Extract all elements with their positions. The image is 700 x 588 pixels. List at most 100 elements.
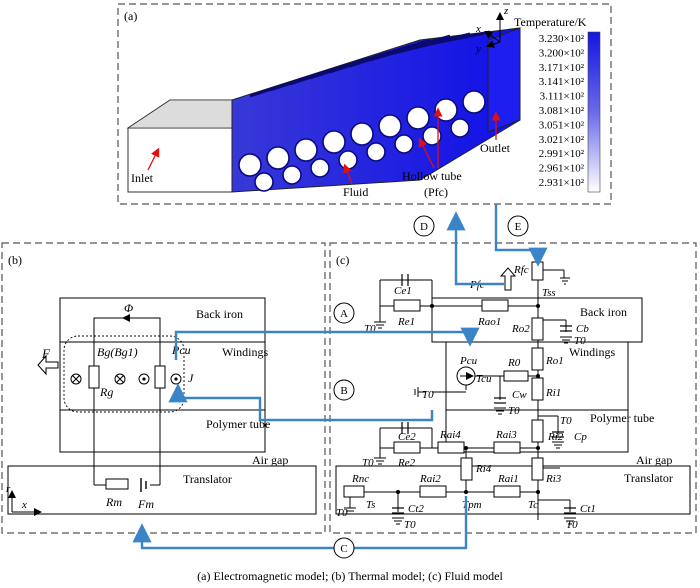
link-c-path: [132, 496, 468, 550]
c-rai4-resistor: [437, 441, 465, 454]
c-translator-label: Translator: [624, 471, 673, 485]
c-pcu-label: Pcu: [459, 355, 478, 367]
c-ri2-resistor: [531, 419, 544, 443]
c-t0-label-9: T0: [566, 519, 578, 531]
c-cp-label: Cp: [574, 431, 587, 443]
badge-a-label: A: [340, 308, 348, 320]
c-grounds: [344, 277, 576, 525]
b-flux-region: [63, 335, 185, 413]
c-rao1-resistor: [481, 299, 509, 312]
hollow-tubes: [238, 90, 486, 192]
x-axis-label: x: [475, 23, 481, 35]
c-ct2-label: Ct2: [408, 503, 424, 515]
inlet-top: [126, 99, 233, 129]
b-translator-label: Translator: [183, 472, 232, 486]
badge-d-label: D: [420, 221, 428, 233]
badge-a: [333, 302, 355, 324]
c-ro1-label: Ro1: [545, 355, 564, 367]
c-polymer-label: Polymer tube: [590, 411, 654, 425]
c-rnc-resistor: [343, 485, 365, 498]
fluid-arrow: [343, 163, 353, 185]
badge-e: [507, 215, 529, 237]
c-ce1-label: Ce1: [394, 285, 412, 297]
c-t0-label-6: T0: [362, 457, 374, 469]
c-rfc-resistor: [531, 261, 544, 281]
c-rao1-label: Rao1: [477, 316, 501, 328]
c-rai4-label: Rai4: [439, 429, 461, 441]
b-current-symbols: [70, 373, 182, 385]
c-polymer-box: [445, 409, 629, 453]
c-r0-label: R0: [507, 357, 521, 369]
legend-value: 2.991×10²: [539, 148, 585, 160]
badge-b: [333, 379, 355, 401]
c-re2-resistor: [393, 441, 421, 454]
inlet-arrow: [147, 147, 160, 171]
legend-value: 3.171×10²: [539, 62, 585, 74]
b-rg-label: Rg: [99, 385, 113, 399]
panel-c-tag: (c): [336, 253, 349, 267]
c-ri1-label: Ri1: [545, 387, 561, 399]
panel-b-frame: [1, 242, 326, 534]
c-ce2-label: Ce2: [398, 431, 416, 443]
c-ri1-resistor: [531, 377, 544, 401]
y-axis-label: y: [475, 43, 481, 55]
c-ct1-label: Ct1: [580, 503, 596, 515]
legend-value: 3.021×10²: [539, 134, 585, 146]
c-t0-label-5: T0: [560, 415, 572, 427]
fluid-label: Fluid: [343, 185, 368, 199]
c-pfc-arrow: [499, 267, 517, 291]
c-ri4-resistor: [460, 457, 473, 481]
c-t0-label-3: T0: [422, 389, 434, 401]
c-ro2-resistor: [531, 317, 544, 341]
link-a-path: [174, 327, 480, 360]
b-polymer-label-1: Polymer tube: [206, 417, 270, 431]
legend-value: 3.081×10²: [539, 105, 585, 117]
c-capacitors: [392, 274, 576, 514]
hollow-tube-label: Hollow tube: [402, 169, 462, 183]
inlet-label: Inlet: [131, 171, 154, 185]
panel-b-tag: (b): [8, 253, 22, 267]
badge-c-label: C: [340, 543, 347, 555]
link-e-path: [494, 204, 548, 267]
c-ri4-label: Ri4: [475, 463, 492, 475]
c-rai1-label: Rai1: [497, 473, 519, 485]
c-ri3-resistor: [531, 457, 544, 481]
legend-title: Temperature/K: [514, 15, 587, 29]
c-ri2-label: Ri2: [547, 431, 564, 443]
c-ts-label: Ts: [366, 499, 375, 511]
b-pcu-label: Pcu: [171, 343, 191, 357]
b-translator-box: [7, 465, 317, 515]
c-t0-label-7: T0: [336, 507, 348, 519]
legend-labels: 3.230×10²3.200×10²3.171×10²3.141×10²3.11…: [539, 33, 585, 189]
c-windings-label: Windings: [569, 345, 616, 359]
c-air-gap-label: Air gap: [636, 453, 672, 467]
hollow-arrow-1: [418, 137, 435, 169]
figure-caption: (a) Electromagnetic model; (b) Thermal m…: [197, 569, 503, 583]
c-tss-label: Tss: [542, 287, 556, 299]
c-nodes: [396, 304, 540, 494]
b-phi-label: Φ: [124, 301, 133, 315]
c-t0-label-1: T0: [574, 335, 586, 347]
c-resistors: [343, 261, 544, 498]
b-j-label: J: [188, 371, 194, 385]
c-cb-label: Cb: [576, 323, 589, 335]
badge-b-label: B: [340, 385, 347, 397]
legend-value: 3.111×10²: [540, 91, 585, 103]
link-badges: A B C D E: [333, 215, 529, 559]
b-x-label: x: [21, 499, 27, 511]
b-force-label: F: [41, 346, 51, 361]
c-rai3-label: Rai3: [495, 429, 517, 441]
c-r0-resistor: [503, 370, 529, 382]
badge-d: [413, 215, 435, 237]
legend-value: 3.200×10²: [539, 47, 585, 59]
c-re1-label: Re1: [397, 316, 415, 328]
legend-value: 3.230×10²: [539, 33, 585, 45]
fin-ribs: [249, 30, 491, 98]
c-rai2-label: Rai2: [419, 473, 441, 485]
b-r-label: r: [6, 483, 11, 495]
badge-c: [333, 537, 355, 559]
c-t0-label-8: T0: [404, 519, 416, 531]
legend-value: 2.931×10²: [539, 177, 585, 189]
c-rfc-label: Rfc: [513, 264, 529, 276]
